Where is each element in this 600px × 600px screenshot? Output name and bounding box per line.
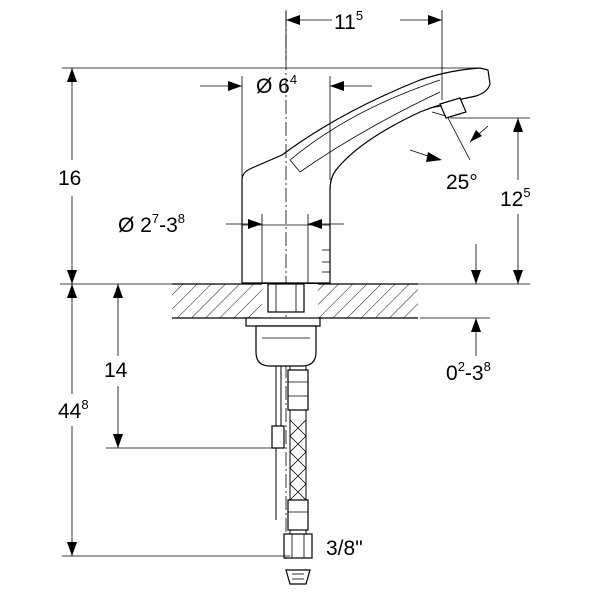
svg-text:3/8": 3/8" <box>326 537 363 560</box>
dim-connection-size: 3/8" <box>326 537 363 560</box>
dim-hole-diameter: Ø 27-38 <box>118 211 344 284</box>
spout-angle-value: 25° <box>446 171 478 194</box>
svg-text:448: 448 <box>58 397 89 423</box>
svg-text:16: 16 <box>58 167 81 190</box>
svg-text:125: 125 <box>500 185 531 211</box>
dim-under-counter-total: 448 <box>58 284 290 557</box>
svg-text:Ø 64: Ø 64 <box>256 72 297 98</box>
supply-hoses <box>271 366 313 585</box>
counter-thickness-value: 0 <box>446 362 458 385</box>
under-counter-total-value: 44 <box>58 400 82 423</box>
faucet-body <box>241 67 491 284</box>
spout-reach-value: 11 <box>334 11 356 34</box>
hole-diameter-value: Ø 2 <box>118 214 152 237</box>
svg-text:14: 14 <box>104 359 128 382</box>
svg-text:115: 115 <box>334 8 363 34</box>
dim-spout-angle: 25° <box>409 117 489 194</box>
dim-under-counter-mid: 14 <box>104 284 272 449</box>
svg-text:02-38: 02-38 <box>446 359 491 385</box>
under-counter-mid-value: 14 <box>104 359 128 382</box>
dim-total-height: 16 <box>58 67 480 284</box>
outlet-height-value: 12 <box>500 188 523 211</box>
connection-size-value: 3/8" <box>326 537 363 560</box>
fixing-assembly <box>245 283 321 367</box>
total-height-value: 16 <box>58 167 81 190</box>
dim-counter-thickness: 02-38 <box>446 244 491 385</box>
svg-text:25°: 25° <box>446 171 478 194</box>
body-diameter-value: Ø 6 <box>256 75 290 98</box>
svg-text:Ø 27-38: Ø 27-38 <box>118 211 185 237</box>
dim-spout-reach: 115 <box>285 8 443 100</box>
dim-body-diameter: Ø 64 <box>200 72 372 180</box>
dim-outlet-height: 125 <box>450 117 531 284</box>
